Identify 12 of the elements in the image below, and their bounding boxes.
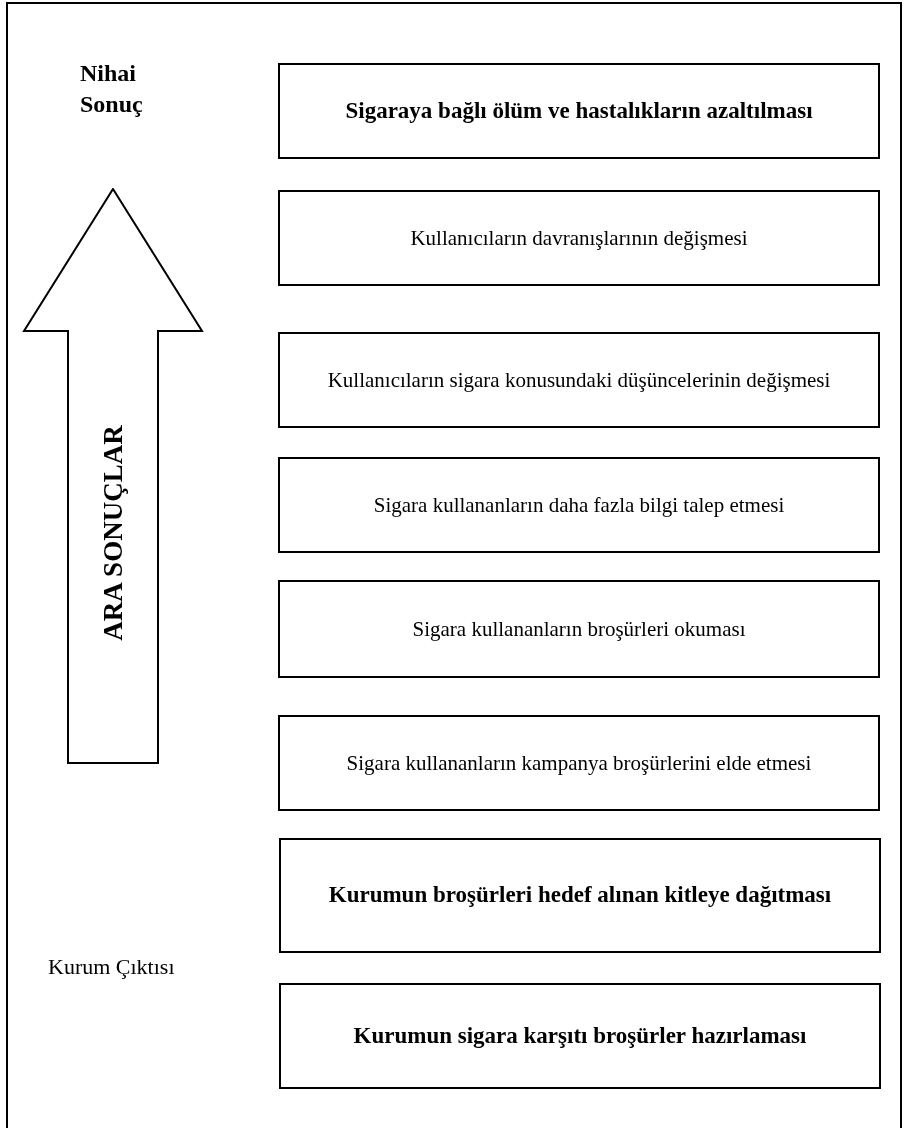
outcome-box: Kurumun sigara karşıtı broşürler hazırlaması xyxy=(279,983,881,1089)
up-arrow-shape xyxy=(22,188,204,764)
arrow-label: ARA SONUÇLAR xyxy=(97,425,129,641)
outcome-box: Kullanıcıların sigara konusundaki düşüncelerinin değişmesi xyxy=(278,332,880,428)
outcome-box: Sigara kullananların daha fazla bilgi talep etmesi xyxy=(278,457,880,553)
outcome-box: Sigara kullananların kampanya broşürlerini elde etmesi xyxy=(278,715,880,811)
outcome-box: Kurumun broşürleri hedef alınan kitleye dağıtması xyxy=(279,838,881,953)
outcome-box: Sigaraya bağlı ölüm ve hastalıkların azaltılması xyxy=(278,63,880,159)
outcome-box: Kullanıcıların davranışlarının değişmesi xyxy=(278,190,880,286)
level-label: Nihai Sonuç xyxy=(80,59,144,120)
outcome-box: Sigara kullananların broşürleri okuması xyxy=(278,580,880,678)
level-label: Kurum Çıktısı xyxy=(48,953,176,981)
